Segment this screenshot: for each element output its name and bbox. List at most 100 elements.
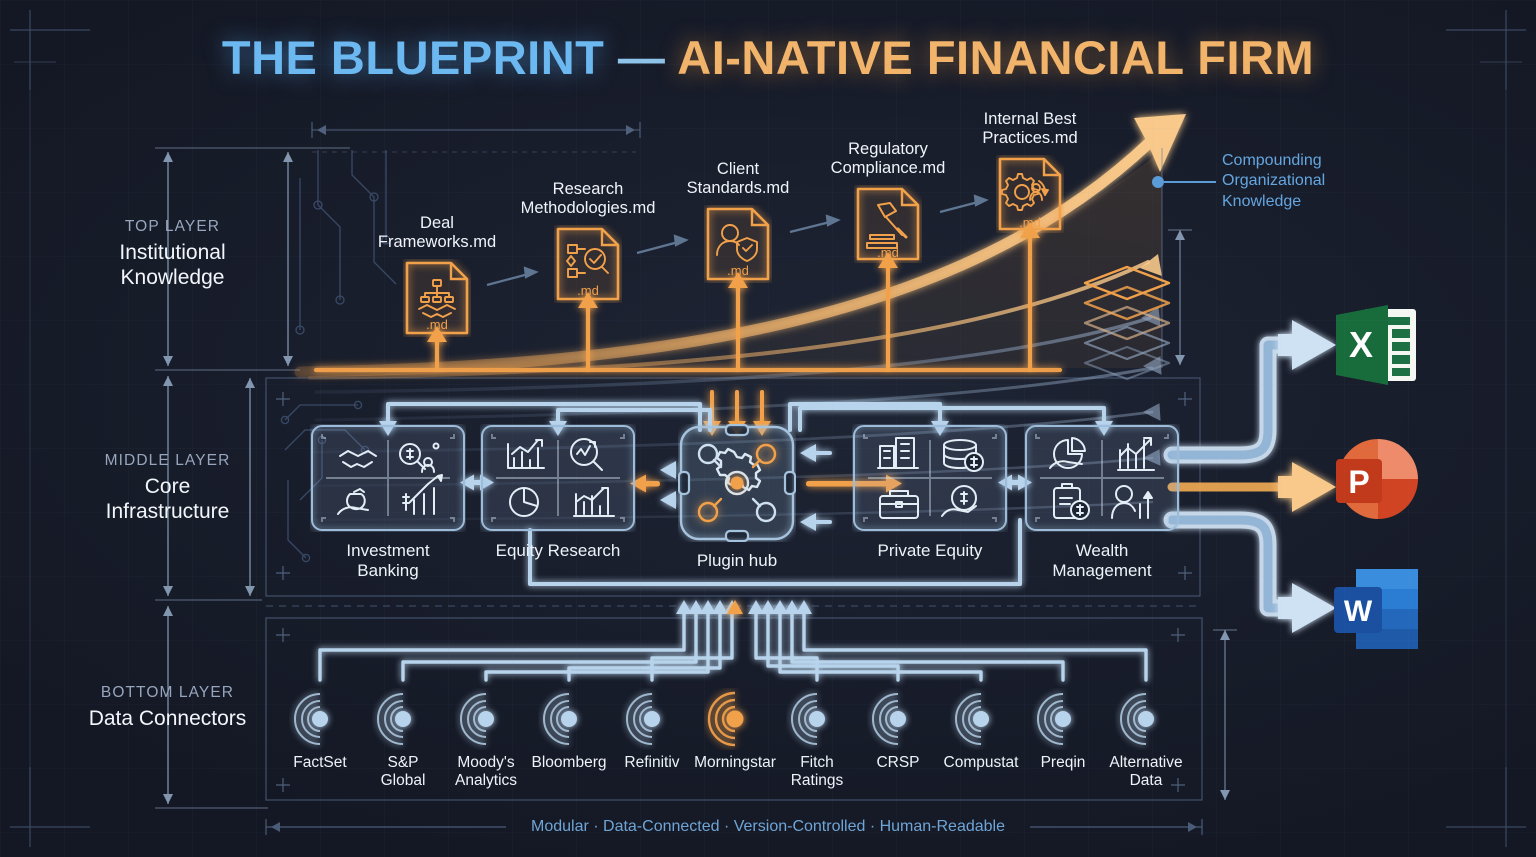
module-label-line-1: Investment [346,541,430,560]
md-title-line-1: Internal Best [983,109,1077,128]
md-card-research-methodologies[interactable]: Research Methodologies.md .md [521,180,655,303]
radar-node-icon [872,693,906,745]
connector-alternative-data[interactable]: Alternative Data [1109,688,1183,789]
data-stack-icon [1083,265,1171,381]
connector-caption: Alternative Data [1109,754,1182,790]
radar-node-icon [377,693,411,745]
wealth-management-icon-grid [1025,425,1179,531]
footer-tagline: Modular · Data-Connected · Version-Contr… [530,818,1005,835]
md-card-caption: Deal Frameworks.md [378,214,496,252]
connector-label-1: Preqin [1040,754,1086,771]
radar-node-icon [294,693,328,745]
panel-plus-marks [276,392,1192,792]
gear-user-refresh-icon: .md [998,157,1062,231]
radar-node-icon [460,693,494,745]
module-label-line-2: Banking [357,560,419,580]
connector-label-1: FactSet [293,754,347,771]
connector-caption: S&P Global [381,754,426,790]
connector-crsp[interactable]: CRSP [867,688,929,771]
conn-refinitiv [650,606,734,682]
md-card-deal-frameworks[interactable]: Deal Frameworks.md .md [378,214,496,337]
connector-bloomberg[interactable]: Bloomberg [532,688,606,771]
md-title-line-2: Practices.md [982,128,1078,147]
connector-preqin[interactable]: Preqin [1032,688,1094,771]
connector-sp-global[interactable]: S&P Global [372,688,434,789]
flowchart-magnifier-icon: .md [556,227,620,301]
connector-caption: Compustat [944,754,1019,772]
radar-node-icon [543,693,577,745]
module-plugin-hub[interactable]: Plugin hub [677,423,797,570]
md-card-caption: Regulatory Compliance.md [831,140,946,178]
conn-bloomberg [567,606,722,682]
conn-compustat [778,606,983,682]
conn-alternative-data [802,606,1148,682]
connector-compustat[interactable]: Compustat [944,688,1018,771]
radar-node-icon [791,693,825,745]
layer-name-middle-1: Core [144,475,191,498]
md-card-caption: Client Standards.md [687,160,790,198]
md-ext-label: .md [877,245,899,260]
output-icon-word[interactable]: W [1330,563,1422,655]
output-icon-excel[interactable]: X [1330,299,1422,391]
hub-to-equity-research [556,408,712,432]
md-title-line-2: Frameworks.md [377,232,497,251]
connector-label-1: Fitch [800,754,834,771]
md-card-client-standards[interactable]: Client Standards.md .md [687,160,789,283]
module-investment-banking[interactable]: Investment Banking [310,424,466,580]
md-ext-label: .md [426,317,448,332]
connector-label-1: CRSP [876,754,920,771]
md-title-line-1: Client [716,159,760,178]
module-equity-research[interactable]: Equity Research [480,424,636,560]
connector-caption: Refinitiv [624,754,679,772]
output-icon-powerpoint[interactable]: P [1330,433,1422,525]
investment-banking-icon-grid [311,425,465,531]
connector-moodys-analytics[interactable]: Moody's Analytics [455,688,517,789]
annotation-line-3: Knowledge [1222,192,1302,210]
connector-refinitiv[interactable]: Refinitiv [621,688,683,771]
layer-name-top-2: Knowledge [120,265,225,289]
hub-to-private-equity [788,402,942,432]
footer-dimension-rule [265,819,1203,835]
powerpoint-glyph: P [1348,464,1369,500]
conn-moodys [484,606,710,682]
conn-sp-global [401,606,698,682]
md-title-line-2: Standards.md [686,178,790,197]
connector-label-1: Moody's [457,754,515,771]
annotation-line-1: Compounding [1222,152,1322,169]
module-caption: Plugin hub [697,551,777,571]
connector-fitch-ratings[interactable]: Fitch Ratings [786,688,848,789]
connector-morningstar[interactable]: Morningstar [694,688,776,771]
layer-name-top-1: Institutional [119,241,226,264]
connector-label-1: Bloomberg [531,754,607,771]
top-dimension-rule [311,122,641,153]
md-card-regulatory-compliance[interactable]: Regulatory Compliance.md .md [831,140,945,263]
md-card-caption: Internal Best Practices.md [982,110,1077,148]
connector-label-1: S&P [387,754,419,771]
layer-name-bottom-1: Data Connectors [88,707,247,730]
secondary-dimension-lines [245,152,1237,800]
connector-label-2: Data [1129,771,1163,789]
layer-caption-top: TOP LAYER Institutional Knowledge [60,218,285,291]
connector-label-2: Global [380,771,426,789]
md-card-internal-best-practices[interactable]: Internal Best Practices.md .md [982,110,1078,233]
output-arrowheads [1278,320,1336,633]
module-private-equity[interactable]: Private Equity [852,424,1008,560]
md-title-line-2: Methodologies.md [520,198,656,217]
title-dash: — [617,31,666,84]
word-glyph: W [1344,595,1373,628]
connector-caption: Bloomberg [532,754,607,772]
layer-dimension-lines [155,147,350,809]
connector-caption: Morningstar [694,754,776,772]
md-title-line-1: Research [552,179,624,198]
layer-name-middle-2: Infrastructure [105,499,230,523]
module-wealth-management[interactable]: Wealth Management [1024,424,1180,580]
md-ext-label: .md [1019,215,1041,230]
connector-factset[interactable]: FactSet [289,688,351,771]
connector-caption: Preqin [1041,754,1086,772]
excel-icon: X [1336,305,1416,385]
module-caption: Private Equity [878,541,983,561]
module-caption: Equity Research [496,541,621,561]
